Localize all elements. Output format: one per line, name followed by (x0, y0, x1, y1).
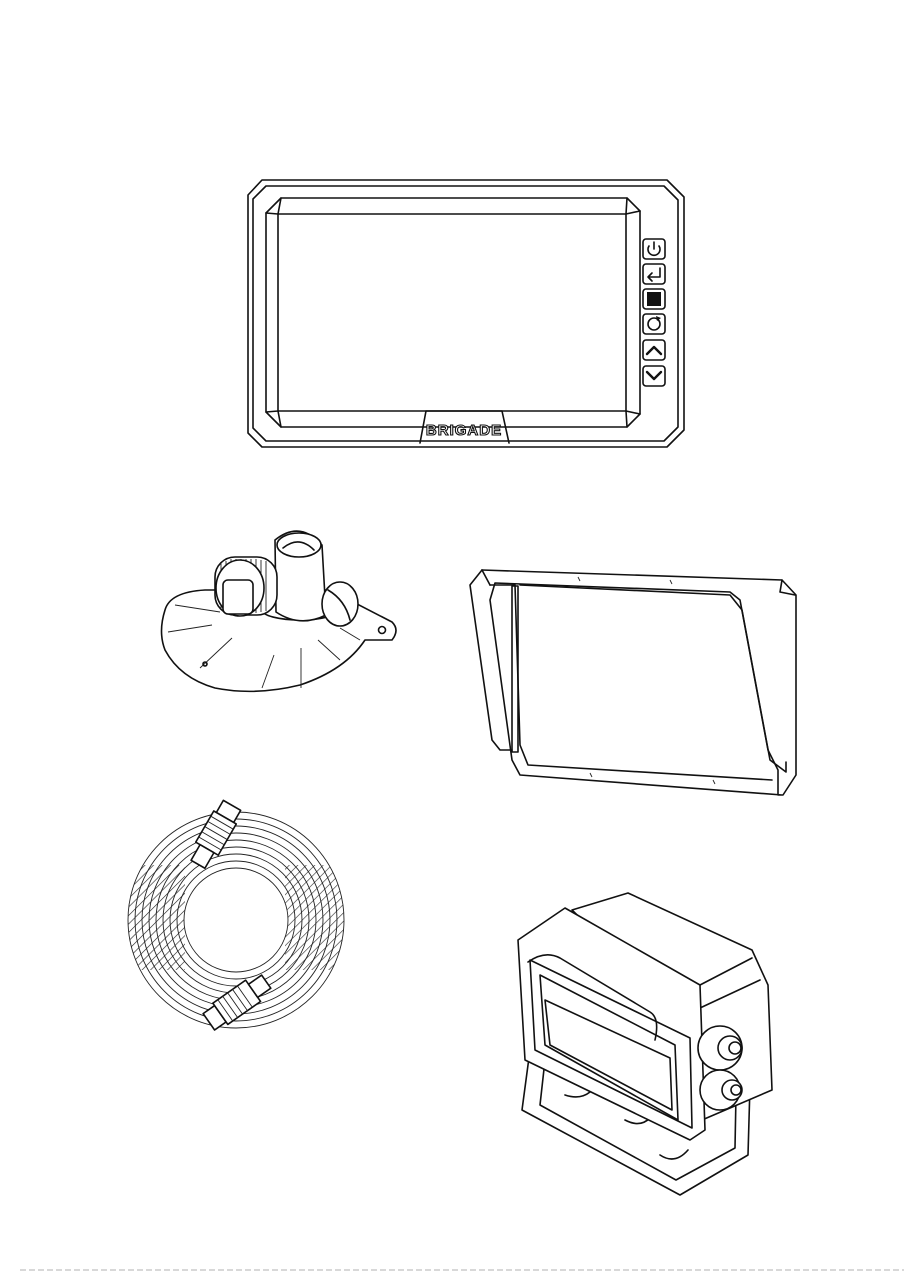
monitor-button-panel (643, 239, 665, 386)
menu-square-icon (647, 292, 661, 306)
cable-coil-illustration (120, 799, 350, 1033)
power-button[interactable] (643, 239, 665, 259)
chevron-up-icon (647, 347, 661, 354)
mount-bracket-illustration (162, 531, 397, 691)
enter-icon (648, 268, 660, 281)
down-button[interactable] (643, 366, 665, 386)
rotate-icon (648, 316, 661, 330)
power-icon (648, 242, 660, 255)
rotate-button[interactable] (643, 314, 665, 334)
brand-logo: BRIGADE (426, 422, 502, 439)
up-button[interactable] (643, 340, 665, 360)
chevron-down-icon (647, 372, 661, 379)
monitor-illustration: BRIGADE (248, 180, 684, 447)
enter-button[interactable] (643, 264, 665, 284)
menu-button[interactable] (643, 289, 665, 309)
camera-illustration (518, 893, 772, 1195)
sun-shade-illustration (470, 570, 796, 795)
